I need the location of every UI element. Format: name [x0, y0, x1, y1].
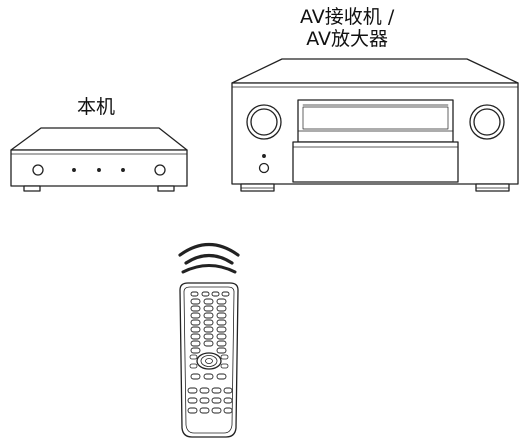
unit-right-knob-icon — [154, 164, 166, 176]
receiver-power-button-icon — [258, 162, 270, 174]
receiver-right-knob-icon — [469, 104, 505, 140]
this-unit-label: 本机 — [77, 96, 116, 118]
av-receiver-device — [231, 58, 519, 192]
remote-dpad-icon — [189, 352, 229, 370]
ir-signal-icon — [178, 243, 240, 274]
receiver-label-line2: AV放大器 — [306, 28, 388, 50]
receiver-left-knob-icon — [246, 104, 282, 140]
receiver-label-line1: AV接收机 / — [300, 6, 395, 28]
receiver-label: AV接收机 / AV放大器 — [300, 6, 394, 50]
remote-control-icon — [179, 282, 239, 438]
unit-power-knob-icon — [32, 164, 44, 176]
this-unit-device — [10, 127, 188, 192]
